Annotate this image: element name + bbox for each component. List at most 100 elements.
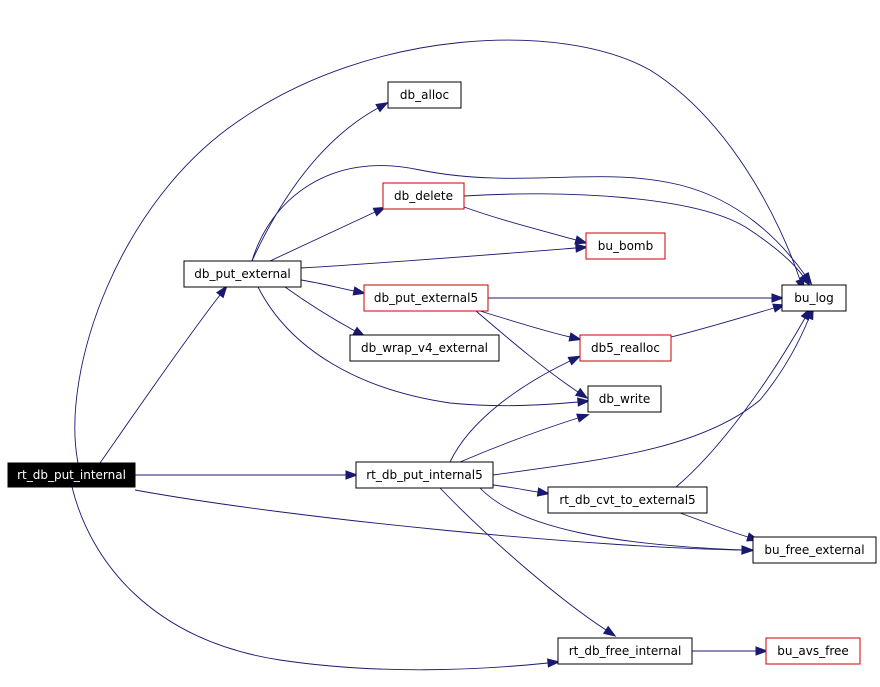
- edge-rt_db_cvt_to_external5-to-bu_free_external: [679, 512, 760, 542]
- node-rt-db-put-internal5[interactable]: rt_db_put_internal5: [355, 461, 494, 489]
- edge-line: [492, 484, 539, 493]
- node-rt-db-cvt-to-external5[interactable]: rt_db_cvt_to_external5: [547, 486, 708, 514]
- node-box: [557, 637, 693, 665]
- node-label: bu_log: [794, 291, 834, 305]
- node-box: [765, 637, 861, 665]
- edge-line: [284, 286, 356, 332]
- node-label: db_wrap_v4_external: [361, 341, 488, 355]
- node-label: db5_realloc: [591, 341, 660, 355]
- node-label: bu_avs_free: [777, 644, 849, 658]
- arrowhead-icon: [375, 101, 389, 113]
- edge-rt_db_put_internal-to-db_put_external: [99, 285, 228, 464]
- edge-line: [439, 487, 607, 631]
- edge-line: [463, 193, 804, 277]
- edge-rt_db_put_internal-to-rt_db_free_internal: [71, 486, 561, 671]
- node-label: rt_db_put_internal: [17, 468, 126, 482]
- arrowhead-icon: [771, 293, 785, 303]
- arrowhead-icon: [574, 235, 589, 245]
- nodes-layer: rt_db_put_internal db_alloc db_delete db_pu…: [7, 81, 877, 665]
- node-db-alloc[interactable]: db_alloc: [387, 81, 462, 109]
- node-box: [382, 182, 465, 210]
- node-box: [183, 260, 302, 288]
- edge-line: [670, 307, 775, 338]
- edge-db_put_external-to-db_write: [257, 286, 591, 407]
- arrowhead-icon: [798, 272, 811, 287]
- edge-db_put_external-to-db_put_external5: [300, 279, 367, 296]
- edge-rt_db_free_internal-to-bu_avs_free: [692, 646, 769, 656]
- edge-line: [74, 39, 801, 464]
- node-bu-avs-free[interactable]: bu_avs_free: [765, 637, 861, 665]
- node-db-delete[interactable]: db_delete: [382, 182, 465, 210]
- arrowhead-icon: [603, 625, 617, 637]
- node-box: [781, 284, 847, 312]
- node-label: rt_db_put_internal5: [366, 468, 482, 482]
- edges-layer: [71, 39, 814, 671]
- edge-line: [99, 294, 221, 464]
- edge-db_put_external5-to-db5_realloc: [479, 310, 583, 342]
- edge-line: [492, 317, 810, 476]
- arrowhead-icon: [345, 470, 359, 480]
- node-db5-realloc[interactable]: db5_realloc: [579, 334, 672, 362]
- edge-db_put_external-to-db_delete: [269, 206, 387, 262]
- edge-rt_db_put_internal5-to-rt_db_cvt_to_external5: [492, 484, 551, 497]
- edge-line: [71, 486, 549, 671]
- arrowhead-icon: [352, 286, 367, 296]
- arrowhead-icon: [576, 413, 590, 423]
- edge-line: [269, 211, 376, 262]
- node-box: [585, 232, 666, 260]
- edge-db_put_external-to-db_wrap_v4_external: [284, 286, 366, 338]
- node-label: db_put_external: [194, 267, 291, 281]
- node-rt-db-put-internal: rt_db_put_internal: [7, 462, 136, 488]
- edge-line: [300, 247, 577, 269]
- edge-rt_db_put_internal5-to-db5_realloc: [449, 355, 582, 463]
- node-rt-db-free-internal[interactable]: rt_db_free_internal: [557, 637, 693, 665]
- node-label: rt_db_cvt_to_external5: [559, 493, 695, 507]
- arrowhead-icon: [574, 387, 589, 399]
- edge-db5_realloc-to-bu_log: [670, 303, 786, 338]
- arrowhead-icon: [536, 487, 551, 497]
- node-bu-free-external[interactable]: bu_free_external: [752, 536, 877, 564]
- node-box: [752, 536, 877, 564]
- node-bu-log[interactable]: bu_log: [781, 284, 847, 312]
- node-box: [547, 486, 708, 514]
- arrowhead-icon: [577, 397, 591, 407]
- node-bu-bomb[interactable]: bu_bomb: [585, 232, 666, 260]
- edge-rt_db_put_internal5-to-db_write: [459, 413, 590, 463]
- node-label: rt_db_free_internal: [569, 644, 682, 658]
- edge-line: [257, 286, 579, 407]
- edge-db_put_external5-to-bu_log: [488, 293, 785, 303]
- node-box: [387, 81, 462, 109]
- node-label: db_alloc: [400, 88, 449, 102]
- edge-line: [134, 489, 743, 551]
- arrowhead-icon: [567, 355, 582, 366]
- node-db-put-external5[interactable]: db_put_external5: [363, 284, 489, 312]
- edge-db_put_external-to-bu_bomb: [300, 243, 589, 269]
- node-label: db_delete: [394, 189, 453, 203]
- edge-line: [449, 360, 571, 463]
- edge-db_delete-to-bu_bomb: [463, 206, 589, 245]
- node-box: [349, 334, 500, 362]
- arrowhead-icon: [575, 243, 589, 253]
- edge-line: [251, 165, 806, 276]
- node-db-put-external[interactable]: db_put_external: [183, 260, 302, 288]
- node-db-write[interactable]: db_write: [587, 385, 662, 413]
- node-box: [579, 334, 672, 362]
- node-label: db_write: [599, 392, 650, 406]
- node-label: bu_free_external: [764, 543, 864, 557]
- arrowhead-icon: [755, 646, 769, 656]
- node-box: [355, 461, 494, 489]
- edge-rt_db_put_internal5-to-bu_free_external: [479, 487, 755, 555]
- edge-db_put_external5-to-db_write: [475, 310, 589, 399]
- arrowhead-icon: [568, 332, 583, 342]
- arrowhead-icon: [372, 206, 387, 217]
- edge-line: [475, 310, 579, 393]
- arrowhead-icon: [741, 545, 755, 555]
- node-box: [7, 462, 136, 488]
- edge-line: [251, 107, 379, 262]
- edge-line: [679, 512, 749, 538]
- edge-line: [479, 310, 571, 338]
- node-db-wrap-v4-external[interactable]: db_wrap_v4_external: [349, 334, 500, 362]
- edge-line: [479, 487, 743, 551]
- arrowhead-icon: [215, 285, 228, 299]
- node-label: bu_bomb: [598, 239, 654, 253]
